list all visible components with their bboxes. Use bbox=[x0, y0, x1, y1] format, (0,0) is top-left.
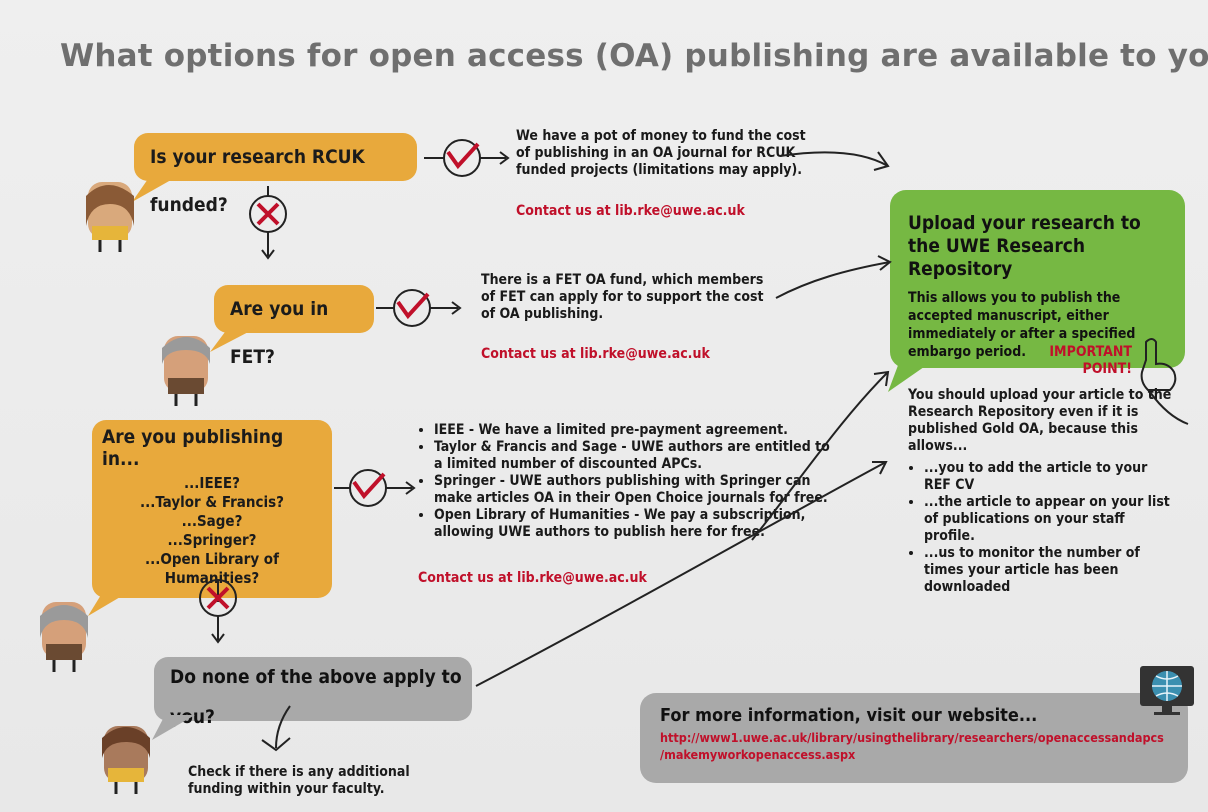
bubble-tail bbox=[88, 590, 132, 616]
publishers-list: ...IEEE? ...Taylor & Francis? ...Sage? .… bbox=[102, 474, 322, 588]
bubble-tail bbox=[888, 360, 934, 392]
repository-heading: Upload your research to the UWE Research… bbox=[908, 212, 1141, 280]
website-link[interactable]: http://www1.uwe.ac.uk/library/usingtheli… bbox=[660, 729, 1174, 763]
important-point-label: IMPORTANT POINT! bbox=[1049, 344, 1132, 377]
question-rcuk: Is your research RCUK funded? bbox=[134, 133, 417, 216]
rcuk-contact: Contact us at lib.rke@uwe.ac.uk bbox=[516, 203, 745, 219]
more-info-heading: For more information, visit our website.… bbox=[660, 705, 1038, 726]
check-icon bbox=[376, 289, 462, 327]
check-icon bbox=[334, 469, 416, 507]
cross-icon bbox=[249, 186, 287, 260]
check-icon bbox=[424, 139, 510, 177]
website-link-line[interactable]: http://www1.uwe.ac.uk/library/usingtheli… bbox=[660, 730, 1164, 745]
person-avatar bbox=[102, 726, 150, 794]
arrow-to-repository bbox=[261, 151, 892, 752]
publisher-item: ...Sage? bbox=[181, 512, 243, 530]
benefit-item: ...us to monitor the number of times you… bbox=[924, 545, 1178, 596]
publisher-answer-item: IEEE - We have a limited pre-payment agr… bbox=[434, 422, 838, 439]
person-avatar bbox=[86, 182, 134, 252]
benefit-item: ...you to add the article to your REF CV bbox=[924, 460, 1178, 494]
question-publishers: Are you publishing in... ...IEEE? ...Tay… bbox=[92, 420, 332, 598]
publisher-item: ...Taylor & Francis? bbox=[140, 493, 284, 511]
publisher-answer-item: Springer - UWE authors publishing with S… bbox=[434, 473, 838, 507]
publisher-answer-item: Taylor & Francis and Sage - UWE authors … bbox=[434, 439, 838, 473]
bubble-tail bbox=[132, 176, 178, 202]
fet-answer: There is a FET OA fund, which members of… bbox=[481, 272, 764, 322]
publishers-contact: Contact us at lib.rke@uwe.ac.uk bbox=[418, 570, 647, 586]
publisher-item: ...Springer? bbox=[167, 531, 257, 549]
repository-body: This allows you to publish the accepted … bbox=[908, 290, 1136, 360]
more-info-box: For more information, visit our website.… bbox=[640, 693, 1188, 783]
globe-monitor-icon bbox=[1140, 666, 1194, 715]
fet-contact: Contact us at lib.rke@uwe.ac.uk bbox=[481, 346, 710, 362]
bubble-tail bbox=[152, 715, 195, 740]
publishers-answer: IEEE - We have a limited pre-payment agr… bbox=[418, 422, 838, 541]
faculty-funding-answer: Check if there is any additional funding… bbox=[188, 764, 410, 797]
publisher-item: ...Open Library of Humanities? bbox=[145, 550, 279, 587]
rcuk-answer: We have a pot of money to fund the cost … bbox=[516, 128, 806, 178]
repository-box: Upload your research to the UWE Research… bbox=[890, 190, 1185, 368]
question-fet: Are you in FET? bbox=[214, 285, 374, 368]
pointing-hand-icon bbox=[1140, 338, 1189, 425]
page-title: What options for open access (OA) publis… bbox=[60, 38, 1208, 74]
publisher-item: ...IEEE? bbox=[184, 474, 240, 492]
website-link-line[interactable]: /makemyworkopenaccess.aspx bbox=[660, 747, 856, 762]
publishers-heading: Are you publishing in... bbox=[102, 426, 284, 470]
benefit-item: ...the article to appear on your list of… bbox=[924, 494, 1178, 545]
cross-icon bbox=[199, 579, 237, 644]
bubble-tail bbox=[210, 328, 256, 352]
publisher-answer-item: Open Library of Humanities - We pay a su… bbox=[434, 507, 838, 541]
person-avatar bbox=[40, 602, 88, 672]
benefits-list: ...you to add the article to your REF CV… bbox=[908, 460, 1178, 596]
important-text: You should upload your article to the Re… bbox=[908, 387, 1172, 454]
person-avatar bbox=[162, 336, 210, 406]
